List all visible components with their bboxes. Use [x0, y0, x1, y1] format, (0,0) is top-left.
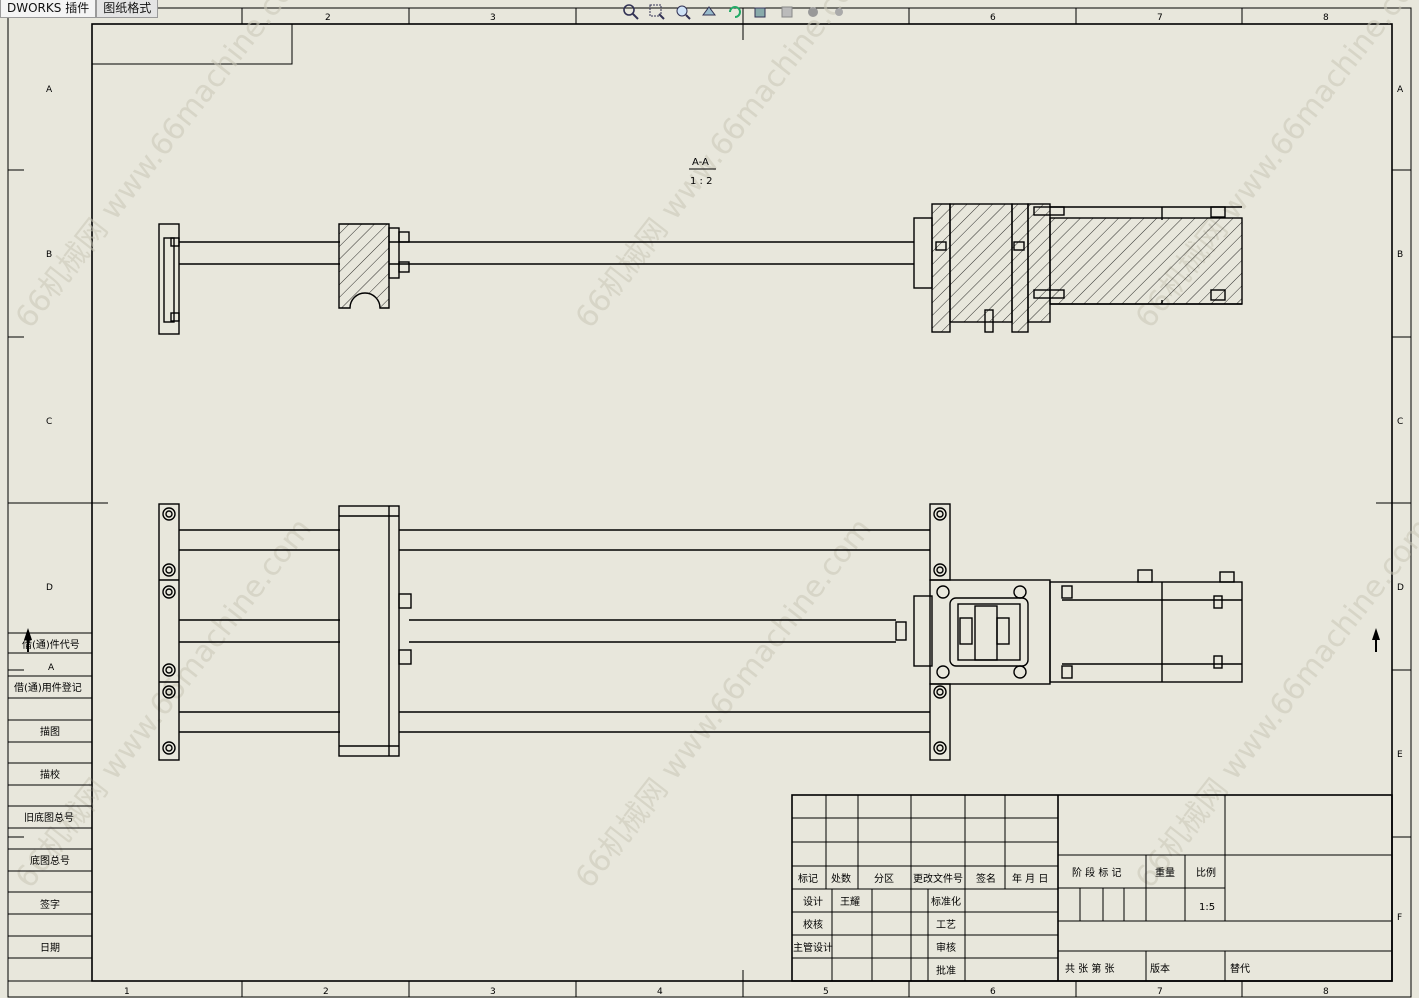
- tb-scale-value: 1:5: [1199, 902, 1215, 913]
- tb-zone-header: 分区: [874, 873, 894, 885]
- old-base-drawing-no-label: 旧底图总号: [24, 811, 74, 824]
- tb-standardization-label: 标准化: [931, 895, 961, 908]
- watermark-text: 66机械网 www.66machine.com: [1129, 512, 1419, 895]
- zone-col-3-top: 3: [490, 13, 496, 23]
- tb-scale-label: 比例: [1196, 866, 1216, 879]
- tb-check-label: 校核: [803, 918, 823, 931]
- appearance-icon[interactable]: [802, 2, 824, 22]
- zone-col-8-top: 8: [1323, 13, 1329, 23]
- zone-col-5-bottom: 5: [823, 987, 829, 997]
- zone-col-8-bottom: 8: [1323, 987, 1329, 997]
- zone-row-b-right: B: [1397, 250, 1403, 260]
- tb-version-label: 版本: [1150, 962, 1170, 975]
- display-style-icon[interactable]: [750, 2, 772, 22]
- tb-designer-name: 王耀: [840, 896, 860, 908]
- zone-row-d-left: D: [46, 583, 53, 593]
- tb-replace-label: 替代: [1230, 962, 1250, 975]
- tb-mark-header: 标记: [798, 873, 818, 885]
- tb-sheets-label: 共 张 第 张: [1065, 962, 1115, 975]
- zone-row-b-left: B: [46, 250, 52, 260]
- tb-weight-label: 重量: [1155, 866, 1175, 879]
- part-code-label: 借(通)件代号: [22, 639, 80, 651]
- zone-col-6-bottom: 6: [990, 987, 996, 997]
- section-view-a-a[interactable]: [158, 203, 1243, 335]
- tb-process-label: 工艺: [936, 919, 956, 931]
- zoom-to-fit-icon[interactable]: [620, 2, 642, 22]
- zone-row-c-right: C: [1397, 417, 1403, 427]
- tb-approve-label: 批准: [936, 964, 956, 977]
- scene-icon[interactable]: [828, 2, 850, 22]
- zone-col-3-bottom: 3: [490, 987, 496, 997]
- section-arrow-icon: [24, 628, 1380, 652]
- tb-review-label: 审核: [936, 941, 956, 954]
- zone-col-2-top: 2: [325, 13, 331, 23]
- zone-row-c-left: C: [46, 417, 52, 427]
- tb-stage-label: 阶 段 标 记: [1072, 866, 1122, 879]
- section-label-text: A-A: [692, 157, 709, 168]
- zone-row-a-right: A: [1397, 85, 1404, 95]
- zone-row-e-right: E: [1397, 750, 1403, 760]
- tb-signature-header: 签名: [976, 872, 996, 885]
- watermark-layer: 66机械网 www.66machine.com 66机械网 www.66mach…: [9, 0, 1419, 895]
- rotate-icon[interactable]: [724, 2, 746, 22]
- top-view-assembly[interactable]: [158, 503, 1243, 761]
- tb-design-label: 设计: [803, 895, 823, 908]
- zone-col-6-top: 6: [990, 13, 996, 23]
- tab-sheet-format[interactable]: 图纸格式: [96, 0, 159, 18]
- view-toolbar: [620, 2, 850, 24]
- zoom-in-out-icon[interactable]: [672, 2, 694, 22]
- signature-label: 签字: [40, 898, 60, 911]
- base-drawing-no-label: 底图总号: [30, 854, 70, 867]
- tab-bar: DWORKS 插件 图纸格式: [0, 0, 159, 18]
- zone-row-d-right: D: [1397, 583, 1404, 593]
- watermark-text: 66机械网 www.66machine.com: [569, 512, 879, 895]
- zone-row-f-right: F: [1397, 913, 1402, 923]
- trace-check-label: 描校: [40, 768, 60, 781]
- zone-row-a-left: A: [46, 85, 53, 95]
- zone-col-2-bottom: 2: [323, 987, 329, 997]
- tb-change-doc-header: 更改文件号: [913, 872, 963, 885]
- left-record-block: [7, 632, 93, 982]
- tb-chief-design-label: 主管设计: [793, 941, 833, 954]
- date-label: 日期: [40, 942, 60, 954]
- watermark-text: 66机械网 www.66machine.com: [569, 0, 879, 335]
- bolt-hole-icon: [162, 507, 176, 755]
- zone-col-1-bottom: 1: [124, 987, 130, 997]
- section-view-label[interactable]: A-A 1 : 2: [689, 157, 716, 187]
- tab-solidworks-addins[interactable]: DWORKS 插件: [0, 0, 97, 18]
- borrowed-part-register-label: 借(通)用件登记: [14, 681, 82, 694]
- zoom-area-icon[interactable]: [646, 2, 668, 22]
- watermark-text: 66机械网 www.66machine.com: [9, 512, 319, 895]
- title-block: [791, 794, 1393, 982]
- section-scale-text: 1 : 2: [690, 176, 712, 187]
- tb-count-header: 处数: [831, 872, 851, 885]
- bolt-hole-icon: [936, 585, 1027, 679]
- zone-col-7-top: 7: [1157, 13, 1163, 23]
- zone-col-7-bottom: 7: [1157, 987, 1163, 997]
- tb-date-header: 年 月 日: [1012, 872, 1048, 885]
- bolt-hole-icon: [933, 507, 947, 755]
- previous-view-icon[interactable]: [698, 2, 720, 22]
- tracing-label: 描图: [40, 725, 60, 738]
- hide-show-icon[interactable]: [776, 2, 798, 22]
- zone-col-4-bottom: 4: [657, 987, 663, 997]
- marker-a-label: A: [48, 663, 55, 673]
